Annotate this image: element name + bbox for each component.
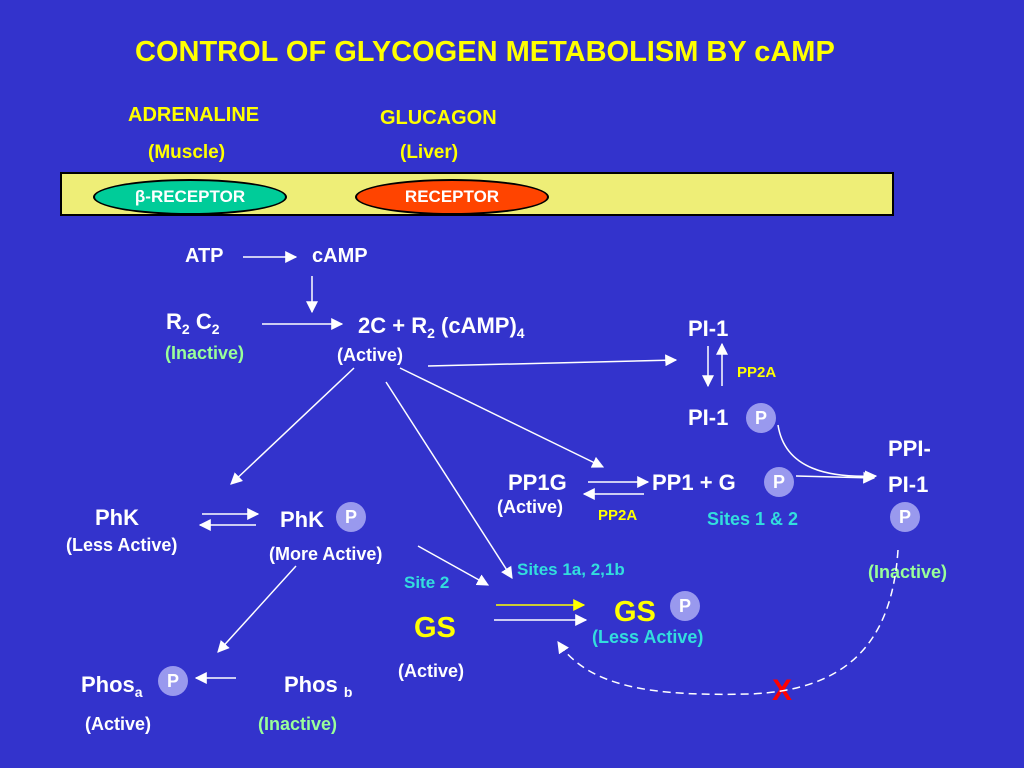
beta-receptor: β-RECEPTOR	[93, 179, 287, 215]
pp2a-pp1-label: PP2A	[598, 507, 638, 524]
receptor-label: RECEPTOR	[404, 187, 500, 206]
camp-label: cAMP	[312, 245, 368, 267]
arrow-pka-to-pi1	[427, 354, 678, 367]
gs-phospho-label: GS	[614, 596, 656, 628]
pi1-phospho-label: PI-1	[688, 405, 729, 430]
arrow-phkp-to-gs	[417, 545, 490, 586]
beta-receptor-label: -RECEPTOR	[145, 187, 246, 206]
arrow-pka-to-phk	[230, 367, 355, 485]
ppi-complex-line2: PI-1	[888, 472, 929, 497]
pka-inactive-label: (Inactive)	[165, 343, 245, 363]
phk-more-active-label: (More Active)	[269, 544, 383, 564]
pp1-sites-label: Sites 1 & 2	[707, 509, 799, 529]
phk-label: PhK	[95, 505, 139, 530]
pka-holoenzyme: R2 C2	[166, 309, 220, 337]
hormone-adrenaline: ADRENALINE	[128, 104, 260, 126]
pi1-label: PI-1	[688, 316, 729, 341]
pka-active-label: (Active)	[337, 345, 404, 365]
glucagon-tissue: (Liver)	[400, 142, 459, 163]
phosphate-badge-pi1: P	[746, 403, 776, 433]
phosphate-badge-ppi: P	[890, 502, 920, 532]
phk-phospho-label: PhK	[280, 507, 324, 532]
arrow-phkp-to-phos	[217, 565, 297, 653]
arrow-pi1p-to-ppi	[777, 424, 878, 483]
adrenaline-tissue: (Muscle)	[148, 142, 226, 163]
pp2a-pi1-label: PP2A	[737, 364, 777, 381]
arrow-pka-to-pp1g	[399, 367, 605, 468]
page-title: CONTROL OF GLYCOGEN METABOLISM BY cAMP	[135, 36, 835, 68]
ppi-complex-line1: PPI-	[888, 436, 931, 461]
phosphorylase-a-label: Phosa	[81, 672, 143, 700]
pka-products: 2C + R2 (cAMP)4	[358, 313, 525, 341]
phosphate-badge-phk: P	[336, 502, 366, 532]
gs-sites-label: Sites 1a, 2,1b	[517, 560, 625, 579]
glucagon-receptor: RECEPTOR	[355, 179, 549, 215]
pp1-g-label: PP1 + G	[652, 470, 736, 495]
phosphorylase-b-label: Phos b	[284, 672, 353, 700]
site2-label: Site 2	[404, 573, 450, 592]
beta-symbol: β	[134, 187, 146, 206]
gs-active-label: (Active)	[398, 661, 465, 681]
atp-label: ATP	[185, 245, 224, 267]
phosphate-badge-g: P	[764, 467, 794, 497]
gs-label: GS	[414, 612, 456, 644]
gs-less-active-label: (Less Active)	[592, 627, 704, 647]
phk-less-active-label: (Less Active)	[66, 535, 178, 555]
phosphate-badge-phos: P	[158, 666, 188, 696]
arrow-pp1-to-ppi	[795, 471, 876, 484]
pp1g-label: PP1G	[508, 470, 567, 495]
ppi-inactive-label: (Inactive)	[868, 562, 948, 582]
phosphate-badge-gs: P	[670, 591, 700, 621]
hormone-glucagon: GLUCAGON	[380, 107, 497, 129]
phos-b-inactive-label: (Inactive)	[258, 714, 338, 734]
dashed-pp1-to-gs	[557, 549, 899, 696]
arrow-pka-to-gs	[385, 381, 513, 580]
pp1g-active-label: (Active)	[497, 497, 564, 517]
phos-a-active-label: (Active)	[85, 714, 152, 734]
